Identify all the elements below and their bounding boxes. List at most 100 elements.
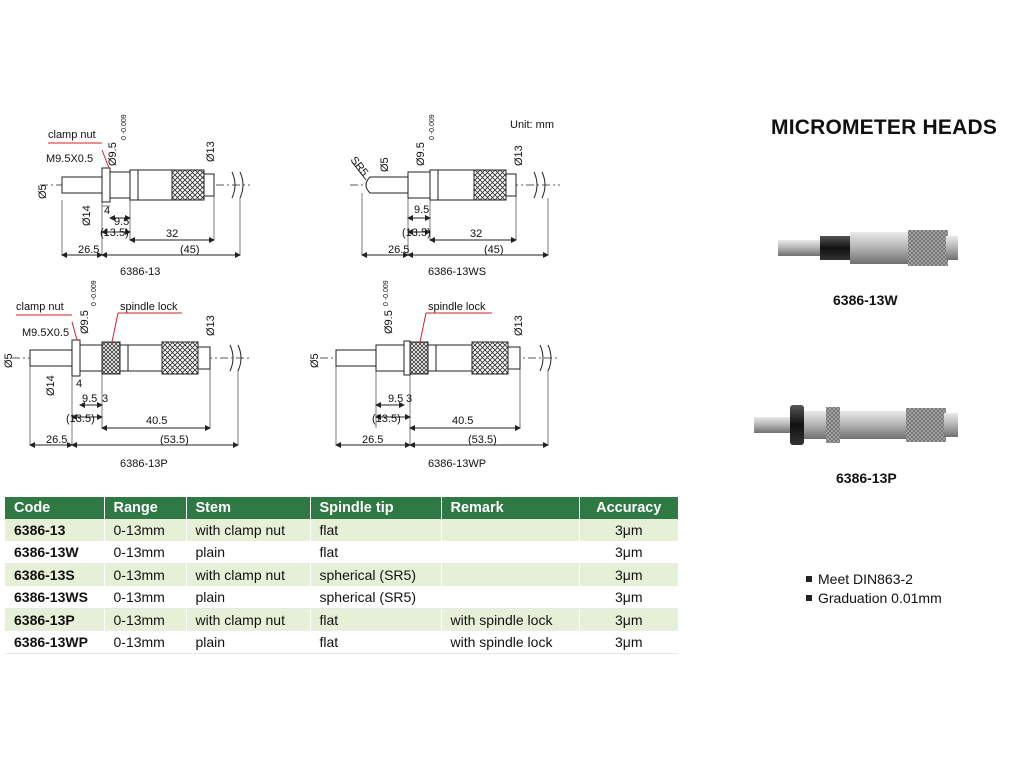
dia-stem-label: Ø9.5 — [79, 310, 91, 334]
technical-drawings: clamp nut M9.5X0.5 Ø9.5 0 -0.009 Ø13 Ø5 … — [3, 114, 560, 470]
cell-stem: with clamp nut — [186, 519, 311, 541]
cell-remark: with spindle lock — [441, 631, 580, 654]
header-accuracy: Accuracy — [579, 497, 678, 519]
dim-32-label: 32 — [166, 228, 178, 240]
dia-5-label: Ø5 — [379, 157, 391, 172]
drawing-caption: 6386-13WS — [428, 266, 486, 278]
dia-13-label: Ø13 — [205, 141, 217, 162]
table-row: 6386-13S 0-13mm with clamp nut spherical… — [5, 563, 678, 586]
dim-13-5-label: (13.5) — [402, 227, 431, 239]
dia-stem-tolerance: 0 -0.009 — [91, 280, 98, 306]
photo-caption-6386-13w: 6386-13W — [833, 292, 898, 308]
dia-5-label: Ø5 — [309, 353, 321, 368]
cell-range: 0-13mm — [104, 631, 187, 654]
cell-accuracy: 3μm — [579, 631, 678, 654]
dia-14-label: Ø14 — [45, 375, 57, 396]
dia-13-label: Ø13 — [205, 315, 217, 336]
dim-53-5-label: (53.5) — [468, 434, 497, 446]
cell-spindle-tip: flat — [310, 519, 442, 541]
note-text: Graduation 0.01mm — [818, 590, 942, 606]
header-spindle-tip: Spindle tip — [310, 497, 442, 519]
photo-caption-6386-13p: 6386-13P — [836, 470, 897, 486]
clamp-nut-label: clamp nut — [48, 129, 96, 141]
drawing-caption: 6386-13P — [120, 458, 168, 470]
dim-9-5-label: 9.5 — [414, 204, 429, 216]
bullet-icon — [806, 595, 812, 601]
dia-stem-label: Ø9.5 — [107, 142, 119, 166]
spindle-lock-label: spindle lock — [120, 301, 178, 313]
dim-40-5-label: 40.5 — [146, 415, 167, 427]
dim-26-5-label: 26.5 — [78, 244, 99, 256]
dim-32-label: 32 — [470, 228, 482, 240]
table-row: 6386-13 0-13mm with clamp nut flat 3μm — [5, 519, 678, 541]
dia-stem-tolerance: 0 -0.009 — [121, 114, 128, 140]
cell-remark — [441, 541, 580, 564]
dia-13-label: Ø13 — [513, 145, 525, 166]
dia-stem-tolerance: 0 -0.009 — [429, 114, 436, 140]
dim-40-5-label: 40.5 — [452, 415, 473, 427]
thread-label: M9.5X0.5 — [22, 327, 69, 339]
cell-code: 6386-13S — [5, 563, 105, 586]
cell-accuracy: 3μm — [579, 563, 678, 586]
table-row: 6386-13WP 0-13mm plain flat with spindle… — [5, 631, 678, 654]
dim-45-label: (45) — [484, 244, 504, 256]
note-item: Meet DIN863-2 — [806, 570, 942, 589]
dim-9-5-label: 9.5 — [388, 393, 403, 405]
table-row: 6386-13W 0-13mm plain flat 3μm — [5, 541, 678, 564]
cell-spindle-tip: flat — [310, 631, 442, 654]
cell-remark — [441, 586, 580, 609]
cell-stem: plain — [186, 586, 311, 609]
drawing-6386-13: clamp nut M9.5X0.5 Ø9.5 0 -0.009 Ø13 Ø5 … — [37, 114, 250, 278]
dim-3-label: 3 — [102, 393, 108, 405]
dim-13-5-label: (13.5) — [100, 227, 129, 239]
unit-label: Unit: mm — [510, 119, 554, 131]
cell-code: 6386-13WS — [5, 586, 105, 609]
cell-accuracy: 3μm — [579, 586, 678, 609]
cell-range: 0-13mm — [104, 586, 187, 609]
dim-13-5-label: (13.5) — [372, 413, 401, 425]
dia-stem-label: Ø9.5 — [383, 310, 395, 334]
drawing-caption: 6386-13WP — [428, 458, 486, 470]
photo-6386-13p — [754, 405, 958, 445]
header-code: Code — [5, 497, 105, 519]
cell-remark — [441, 519, 580, 541]
cell-stem: plain — [186, 631, 311, 654]
dim-26-5-label: 26.5 — [388, 244, 409, 256]
spec-table: Code Range Stem Spindle tip Remark Accur… — [5, 497, 678, 654]
dim-53-5-label: (53.5) — [160, 434, 189, 446]
dim-9-5-label: 9.5 — [114, 216, 129, 228]
cell-accuracy: 3μm — [579, 608, 678, 631]
dim-26-5-label: 26.5 — [362, 434, 383, 446]
header-range: Range — [104, 497, 187, 519]
bullet-icon — [806, 576, 812, 582]
cell-code: 6386-13W — [5, 541, 105, 564]
note-text: Meet DIN863-2 — [818, 571, 913, 587]
table-header-row: Code Range Stem Spindle tip Remark Accur… — [5, 497, 678, 519]
cell-spindle-tip: flat — [310, 608, 442, 631]
dia-13-label: Ø13 — [513, 315, 525, 336]
cell-remark: with spindle lock — [441, 608, 580, 631]
dim-3-label: 3 — [406, 393, 412, 405]
header-remark: Remark — [441, 497, 580, 519]
dia-5-label: Ø5 — [3, 353, 15, 368]
cell-range: 0-13mm — [104, 563, 187, 586]
cell-spindle-tip: spherical (SR5) — [310, 563, 442, 586]
cell-accuracy: 3μm — [579, 541, 678, 564]
thread-label: M9.5X0.5 — [46, 153, 93, 165]
drawing-caption: 6386-13 — [120, 266, 160, 278]
cell-stem: plain — [186, 541, 311, 564]
dia-stem-label: Ø9.5 — [415, 142, 427, 166]
drawing-6386-13WS: Unit: mm SR5 Ø5 Ø9.5 0 -0.009 Ø13 9.5 (1… — [348, 114, 560, 278]
header-stem: Stem — [186, 497, 311, 519]
clamp-nut-label: clamp nut — [16, 301, 64, 313]
photo-6386-13w — [778, 230, 958, 266]
dim-4-label: 4 — [76, 378, 82, 390]
dim-26-5-label: 26.5 — [46, 434, 67, 446]
dim-13-5-label: (13.5) — [66, 413, 95, 425]
table-row: 6386-13P 0-13mm with clamp nut flat with… — [5, 608, 678, 631]
dia-stem-tolerance: 0 -0.009 — [383, 280, 390, 306]
cell-accuracy: 3μm — [579, 519, 678, 541]
sr5-label: SR5 — [348, 154, 371, 178]
table-row: 6386-13WS 0-13mm plain spherical (SR5) 3… — [5, 586, 678, 609]
cell-code: 6386-13 — [5, 519, 105, 541]
